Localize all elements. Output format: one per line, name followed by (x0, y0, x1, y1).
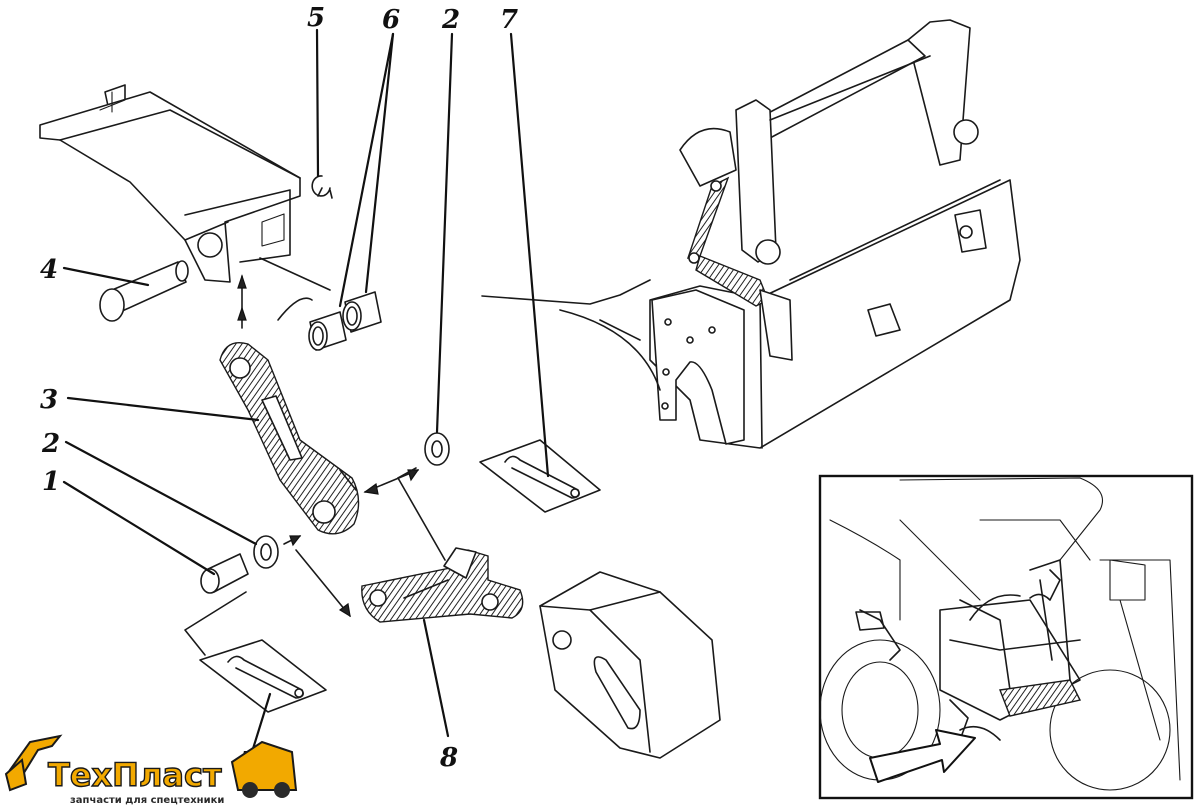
assembly-arrow-pin (283, 535, 351, 618)
callout-2-left: 2 (41, 429, 60, 459)
leader-lines (62, 28, 550, 754)
bracket-8 (361, 547, 524, 623)
cotter-pin-card-7-lower (184, 591, 327, 713)
bushings-6 (259, 257, 382, 351)
assembly-arrow-link (363, 469, 420, 495)
link-arm-3 (219, 342, 360, 535)
mounting-bracket (39, 84, 301, 283)
washer-2-left (253, 535, 279, 569)
washer-2-center (424, 432, 450, 466)
callout-2-top: 2 (441, 5, 460, 35)
callout-numbers: 5 6 2 7 4 3 2 1 8 7 (40, 3, 518, 777)
loader-assembly (481, 19, 1021, 449)
brand-logo: ТехПласт запчасти для спецтехники (4, 734, 298, 806)
loader-icon (230, 740, 298, 791)
cotter-pin-card-7 (479, 439, 601, 513)
logo-tagline: запчасти для спецтехники (70, 795, 224, 806)
wheel-icon (274, 782, 290, 798)
wheel-icon (242, 782, 258, 798)
pointer-arrow-icon (869, 729, 976, 783)
circlip-5 (311, 175, 333, 199)
callout-8: 8 (439, 743, 458, 773)
guide-line-8 (397, 467, 446, 561)
callout-5: 5 (307, 3, 325, 33)
mounting-block (539, 571, 721, 759)
assembly-arrow-up (237, 274, 247, 329)
callout-6: 6 (382, 5, 400, 35)
inset-panel (818, 474, 1194, 800)
logo-brand-text: ТехПласт (48, 756, 222, 794)
inset-machine-sketch (819, 477, 1181, 791)
pin-4 (99, 260, 189, 322)
callout-4: 4 (40, 255, 58, 285)
inset-border (818, 474, 1194, 800)
pin-1 (200, 553, 249, 594)
callout-1: 1 (42, 467, 60, 497)
callout-3: 3 (40, 385, 58, 415)
excavator-bucket-icon (4, 758, 28, 792)
callout-7-top: 7 (500, 5, 518, 35)
